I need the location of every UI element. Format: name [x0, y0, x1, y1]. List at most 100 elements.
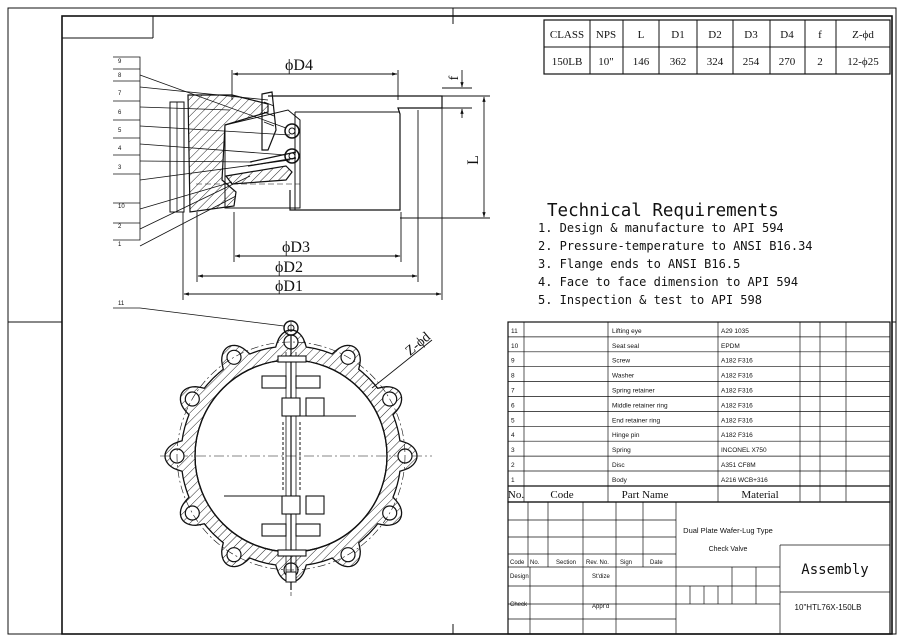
bom-row-no: 10	[511, 343, 519, 350]
dim-label-f: f	[447, 75, 462, 80]
spec-value-class: 150LB	[552, 56, 583, 68]
bom-row-material: A182 F316	[721, 388, 753, 395]
bom-row-part-name: End retainer ring	[612, 417, 660, 424]
bom-row-no: 6	[511, 402, 515, 409]
body-section-left	[187, 94, 269, 213]
bom-header-no: No.	[508, 489, 524, 501]
bom-row-part-name: Washer	[612, 373, 635, 380]
bom-row-material: INCONEL X750	[721, 447, 767, 454]
dim-label-d2: ϕD2	[275, 259, 303, 276]
bom-row-part-name: Screw	[612, 358, 630, 365]
bom-row-material: A182 F316	[721, 402, 753, 409]
dim-label-d1: ϕD1	[275, 278, 303, 295]
body-outline-right	[268, 95, 443, 211]
spec-value-d4: 270	[779, 56, 796, 68]
technical-requirements: Technical Requirements 1. Design & manuf…	[538, 201, 813, 307]
balloon-4: 4	[118, 146, 122, 152]
spec-value-zd: 12-ϕ25	[847, 56, 879, 68]
bom-row-material: A182 F316	[721, 373, 753, 380]
tech-req-item-3: 3. Flange ends to ANSI B16.5	[538, 257, 740, 271]
tb-label-code: Code	[510, 560, 525, 566]
spec-value-d2: 324	[707, 56, 724, 68]
tech-req-title: Technical Requirements	[547, 201, 779, 221]
bom-row-no: 8	[511, 373, 515, 380]
bom-row-part-name: Spring retainer	[612, 388, 655, 395]
bom-row-material: A182 F316	[721, 358, 753, 365]
balloon-1: 1	[118, 242, 122, 248]
tb-label-rev-no: Rev. No.	[586, 560, 609, 566]
bom-row-part-name: Body	[612, 477, 628, 484]
bom-row-part-name: Disc	[612, 462, 625, 469]
spec-header-nps: NPS	[596, 29, 616, 41]
section-balloons: 9 8 7 6 5 4 3 10 2 1	[113, 56, 291, 248]
balloon-6: 6	[118, 110, 122, 116]
bom-row-material: A351 CF8M	[721, 462, 756, 469]
bom-header-code: Code	[550, 489, 573, 501]
bom-row-part-name: Hinge pin	[612, 432, 640, 439]
section-dimensions	[182, 70, 490, 300]
tb-label-apprd: Appr'd	[592, 604, 609, 610]
tb-label-design: Design	[510, 574, 529, 580]
spec-header-d4: D4	[780, 29, 794, 41]
bolt-hole	[184, 505, 200, 521]
disc-section	[224, 165, 293, 185]
bom-row-material: A182 F316	[721, 432, 753, 439]
spec-header-class: CLASS	[550, 29, 584, 41]
bom-row-part-name: Lifting eye	[612, 328, 642, 335]
spec-value-nps: 10"	[598, 56, 614, 68]
tb-label-section: Section	[556, 560, 576, 566]
section-view	[169, 91, 443, 213]
tb-label-sign: Sign	[620, 560, 632, 566]
bolt-hole	[226, 547, 242, 563]
tb-label-no: No.	[530, 560, 540, 566]
tech-req-item-2: 2. Pressure-temperature to ANSI B16.34	[538, 239, 813, 253]
hinge-retainers	[261, 355, 325, 557]
bom-row-no: 9	[511, 358, 515, 365]
bom-row-part-name: Seat seal	[612, 343, 640, 350]
front-view	[160, 320, 433, 596]
bom-row-no: 2	[511, 462, 515, 469]
hinge-pin-upper	[284, 123, 300, 139]
tb-title-line1: Dual Plate Wafer-Lug Type	[683, 526, 773, 535]
tech-req-item-1: 1. Design & manufacture to API 594	[538, 221, 784, 235]
bom-row-no: 7	[511, 388, 515, 395]
spec-header-zd: Z-ϕd	[852, 29, 874, 41]
spec-value-d1: 362	[670, 56, 687, 68]
spec-header-l: L	[638, 29, 645, 41]
spec-header-d1: D1	[671, 29, 684, 41]
spec-value-d3: 254	[743, 56, 760, 68]
balloon-3: 3	[118, 165, 122, 171]
balloon-8: 8	[118, 73, 122, 79]
title-block: Code No. Section Rev. No. Sign Date Desi…	[507, 501, 891, 635]
spec-value-f: 2	[817, 56, 823, 68]
bom-row-part-name: Spring	[612, 447, 631, 454]
tb-label-check: Check	[510, 602, 528, 608]
bom-row-material: A182 F316	[721, 417, 753, 424]
bom-row-material: A216 WCB+316	[721, 477, 768, 484]
balloon-11-leader: 11	[113, 301, 285, 327]
bom-header-material: Material	[741, 489, 778, 501]
balloon-11: 11	[118, 301, 125, 307]
bom-row-no: 1	[511, 477, 515, 484]
balloon-5: 5	[118, 128, 122, 134]
bom-row-no: 3	[511, 447, 515, 454]
bom-row-no: 11	[511, 328, 518, 335]
dim-label-d4: ϕD4	[285, 57, 313, 74]
bom-row-material: EPDM	[721, 343, 740, 350]
spring-retainer	[261, 91, 277, 151]
hinge-pin-lower	[284, 148, 300, 164]
balloon-10: 10	[118, 204, 125, 210]
dim-label-l: L	[465, 155, 482, 165]
balloon-7: 7	[118, 91, 122, 97]
drawing-frame	[7, 7, 897, 635]
bom-row-part-name: Middle retainer ring	[612, 402, 668, 409]
dim-label-zd: Z-ϕd	[403, 330, 434, 359]
balloon-9: 9	[118, 59, 122, 65]
tb-drawing-no: 10"HTL76X-150LB	[795, 603, 862, 612]
bom-row-no: 5	[511, 417, 515, 424]
tb-assembly: Assembly	[801, 562, 868, 578]
tech-req-item-4: 4. Face to face dimension to API 594	[538, 275, 798, 289]
tb-title-line2: Check Valve	[709, 546, 748, 553]
bom-row-no: 4	[511, 432, 515, 439]
